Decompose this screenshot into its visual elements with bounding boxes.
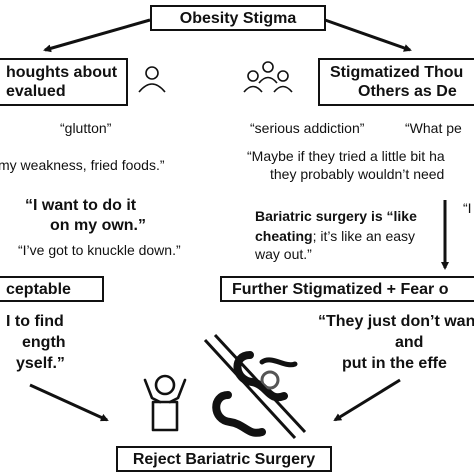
unacceptable-label: ceptable [6,281,71,298]
arrow-left-to-reject [29,383,109,422]
quote-i-fragment: “I [463,200,472,216]
obesity-stigma-box: Obesity Stigma [150,5,326,31]
arrow-right-to-reject [333,378,401,422]
quote-maybe-line2: they probably wouldn’t need [270,166,445,182]
quote-what-pe: “What pe [405,120,462,136]
self-thoughts-line1: houghts about [6,64,118,81]
arrow-title-to-right [324,18,412,52]
further-stigmatized-label: Further Stigmatized + Fear o [232,281,449,298]
obesity-stigma-label: Obesity Stigma [179,10,297,27]
quote-find-strength-line2: ength [22,334,66,351]
quote-serious-addiction: “serious addiction” [250,120,365,136]
quote-want-do-it-line2: on my own.” [50,217,146,234]
quote-find-strength-line3: yself.” [16,355,65,372]
quote-way-out: way out.” [255,246,312,262]
stigmatized-others-line1: Stigmatized Thou [330,64,464,81]
reject-surgery-label: Reject Bariatric Surgery [132,451,316,468]
group-icon [243,61,293,93]
unacceptable-box: ceptable [0,276,104,302]
quote-dont-want-line1: “They just don’t wan [318,313,474,330]
quote-weakness: my weakness, fried foods.” [0,157,165,173]
reject-surgery-box: Reject Bariatric Surgery [116,446,332,472]
quote-dont-want-line3: put in the effe [342,355,447,372]
further-stigmatized-box: Further Stigmatized + Fear o [220,276,474,302]
stigmatized-others-line2: Others as De [358,83,457,100]
quote-maybe-line1: “Maybe if they tried a little bit ha [247,148,445,164]
quote-bariatric-text: Bariatric surgery is “like [255,208,417,224]
quote-glutton: “glutton” [60,120,112,136]
self-thoughts-line2: evalued [6,83,66,100]
quote-bariatric-line1: Bariatric surgery is “like [255,208,417,225]
quote-easy-way: ; it’s like an easy [312,228,416,244]
quote-bariatric-line2: cheating; it’s like an easy [255,228,415,245]
quote-knuckle-down: “I’ve got to knuckle down.” [18,242,181,258]
quote-want-do-it-line1: “I want to do it [25,197,137,214]
person-icon [138,66,166,93]
frustrated-person-icon [143,374,187,432]
quote-find-strength-line1: I to find [6,313,64,330]
quote-dont-want-line2: and [395,334,424,351]
quote-cheating-word: cheating [255,228,313,244]
self-thoughts-box: houghts about evalued [0,58,128,106]
arrow-title-to-left [43,18,151,53]
stigmatized-others-box: Stigmatized Thou Others as De [318,58,474,106]
crossed-out-stomach-icon [203,333,307,440]
